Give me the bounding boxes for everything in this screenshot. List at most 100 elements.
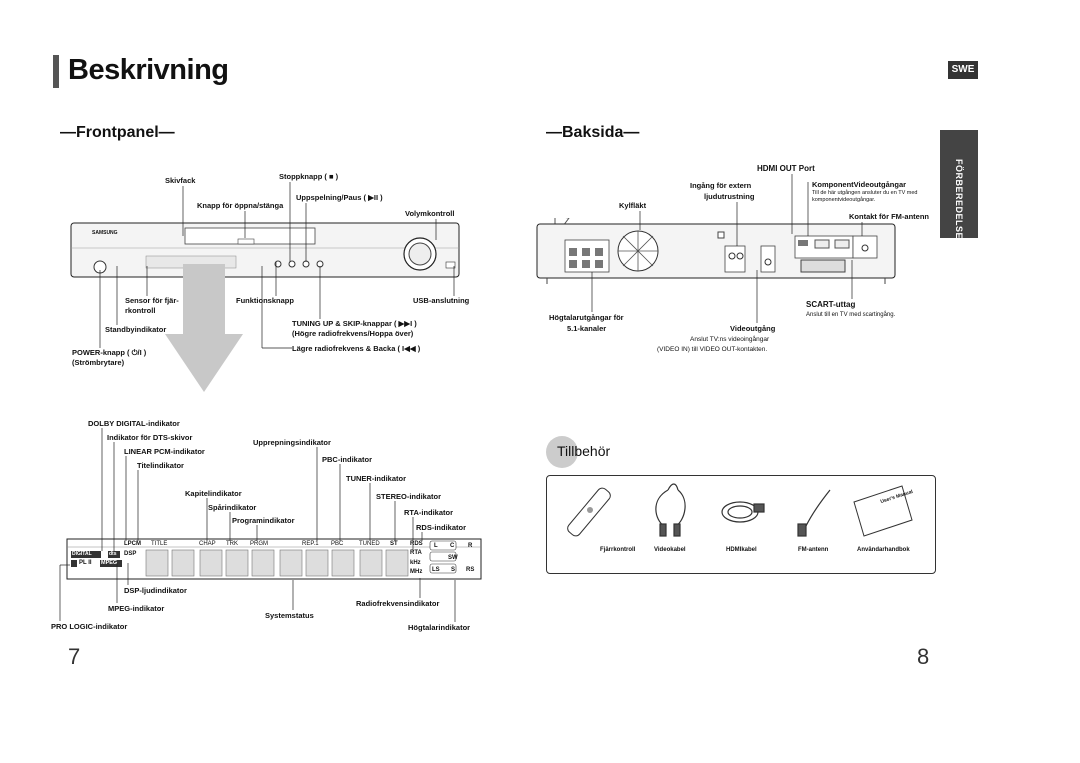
label-dolby: DOLBY DIGITAL-indikator (88, 419, 180, 428)
label-radiofrekvens: Radiofrekvensindikator (356, 599, 440, 608)
accessories-heading-circle (546, 436, 578, 468)
accessory-label-1: Videokabel (654, 547, 686, 553)
label-titel: Titelindikator (137, 461, 184, 470)
label-prologic: PRO LOGIC-indikator (51, 622, 128, 631)
label-stoppknapp: Stoppknapp ( ■ ) (279, 172, 339, 181)
label-hogtalar-2: 5.1-kanaler (567, 324, 607, 333)
label-sensor-2: rkontroll (125, 306, 156, 315)
label-lagre: Lägre radiofrekvens & Backa ( I◀◀ ) (292, 344, 421, 353)
label-power-2: (Strömbrytare) (72, 358, 125, 367)
label-fm-kontakt: Kontakt för FM-antenn (849, 212, 929, 221)
display-panel-illustration (66, 538, 482, 580)
label-stereo: STEREO-indikator (376, 492, 442, 501)
panel-spk-sw: SW (448, 555, 458, 561)
panel-mhz: MHz (410, 569, 423, 575)
fm-antenna-icon (797, 489, 831, 537)
label-tuner: TUNER-indikator (346, 474, 406, 483)
accessory-label-4: Användarhandbok (857, 547, 910, 553)
label-hogtalarind: Högtalarindikator (408, 623, 471, 632)
label-kylflakt: Kylfläkt (619, 201, 647, 210)
panel-pbc: PBC (331, 541, 344, 547)
panel-prgm: PRGM (250, 541, 268, 547)
accessory-label-2: HDMIkabel (726, 547, 757, 553)
panel-chap: CHAP (199, 541, 216, 547)
panel-lpcm: LPCM (124, 541, 141, 547)
panel-st: ST (390, 541, 398, 547)
label-skivfack: Skivfack (165, 176, 196, 185)
label-uppspelning: Uppspelning/Paus ( ▶II ) (296, 193, 383, 202)
label-mpeg: MPEG-indikator (108, 604, 165, 613)
panel-rds: RDS (410, 541, 423, 547)
label-spar: Spårindikator (208, 503, 257, 512)
user-manual-icon (853, 485, 913, 537)
label-rta: RTA-indikator (404, 508, 454, 517)
panel-trk: TRK (226, 541, 238, 547)
komponent-note-1: Till de här utgången ansluter du en TV m… (812, 190, 918, 196)
label-systemstatus: Systemstatus (265, 611, 314, 620)
panel-rep: REP.1 (302, 541, 319, 547)
panel-rta: RTA (410, 550, 422, 556)
remote-control-icon (567, 487, 611, 537)
panel-spk-s: S (451, 567, 456, 573)
accessories-box (546, 475, 936, 574)
label-lpcm: LINEAR PCM-indikator (124, 447, 205, 456)
label-rds: RDS-indikator (416, 523, 467, 532)
page-number-right: 8 (917, 644, 930, 669)
front-panel-heading: —Frontpanel— (60, 124, 175, 141)
label-dsp: DSP-ljudindikator (124, 586, 187, 595)
front-leader-lines (99, 182, 455, 349)
page-title: Beskrivning (68, 54, 229, 86)
label-volymkontroll: Volymkontroll (405, 209, 455, 218)
accessory-label-0: Fjärrkontroll (600, 547, 636, 553)
accessories-illustrations (567, 483, 913, 537)
display-leader-lines (59, 428, 456, 622)
panel-mpeg: MPEG (101, 560, 118, 566)
back-panel-heading: —Baksida— (546, 124, 640, 141)
label-program: Programindikator (232, 516, 295, 525)
video-note-1: Anslut TV:ns videoingångar (690, 336, 770, 343)
title-accent-bar (53, 55, 59, 88)
label-standby: Standbyindikator (105, 325, 167, 334)
page-number-left: 7 (68, 644, 81, 669)
label-dts: Indikator för DTS-skivor (107, 433, 193, 442)
down-arrow-graphic (165, 264, 243, 392)
panel-dts: dts (109, 551, 117, 557)
section-side-tab (940, 130, 978, 238)
panel-digital: DIGITAL (72, 551, 92, 557)
label-tuning-1: TUNING UP & SKIP-knappar ( ▶▶I ) (292, 319, 417, 328)
hdmi-cable-icon (721, 501, 765, 523)
label-sensor-1: Sensor för fjär- (125, 296, 179, 305)
panel-spk-ls: LS (432, 567, 440, 573)
label-ingang-1: Ingång för extern (690, 181, 752, 190)
video-note-2: (VIDEO IN) till VIDEO OUT-kontakten. (657, 346, 768, 353)
panel-title: TITLE (151, 541, 168, 547)
label-hogtalar-1: Högtalarutgångar för (549, 313, 624, 322)
back-panel-illustration (536, 218, 896, 284)
label-hdmi-out: HDMI OUT Port (757, 164, 815, 173)
panel-tuned: TUNED (359, 541, 380, 547)
label-funktionsknapp: Funktionsknapp (236, 296, 294, 305)
label-upprep: Upprepningsindikator (253, 438, 331, 447)
label-komponent: KomponentVideoutgångar (812, 180, 907, 189)
language-badge: SWE (948, 61, 978, 79)
panel-dsp: DSP (124, 551, 137, 557)
panel-spk-r: R (468, 543, 473, 549)
label-knapp-oppna: Knapp för öppna/stänga (197, 201, 284, 210)
label-usb: USB-anslutning (413, 296, 470, 305)
panel-spk-l: L (434, 543, 438, 549)
accessories-heading: Tillbehör (557, 443, 611, 459)
label-kapitel: Kapitelindikator (185, 489, 242, 498)
label-tuning-2: (Högre radiofrekvens/Hoppa över) (292, 329, 414, 338)
label-scart: SCART-uttag (806, 300, 856, 309)
panel-spk-c: C (450, 543, 455, 549)
panel-pl: PL II (79, 560, 92, 566)
label-ingang-2: ljudutrustning (704, 192, 755, 201)
front-panel-illustration (70, 222, 460, 284)
video-cable-icon (655, 483, 686, 537)
komponent-note-2: komponentvideoutgångar. (812, 197, 876, 203)
scart-note: Anslut till en TV med scartingång. (806, 312, 896, 318)
panel-khz: kHz (410, 560, 421, 566)
back-leader-lines (591, 174, 863, 323)
panel-spk-rs: RS (466, 567, 475, 573)
label-pbc: PBC-indikator (322, 455, 373, 464)
